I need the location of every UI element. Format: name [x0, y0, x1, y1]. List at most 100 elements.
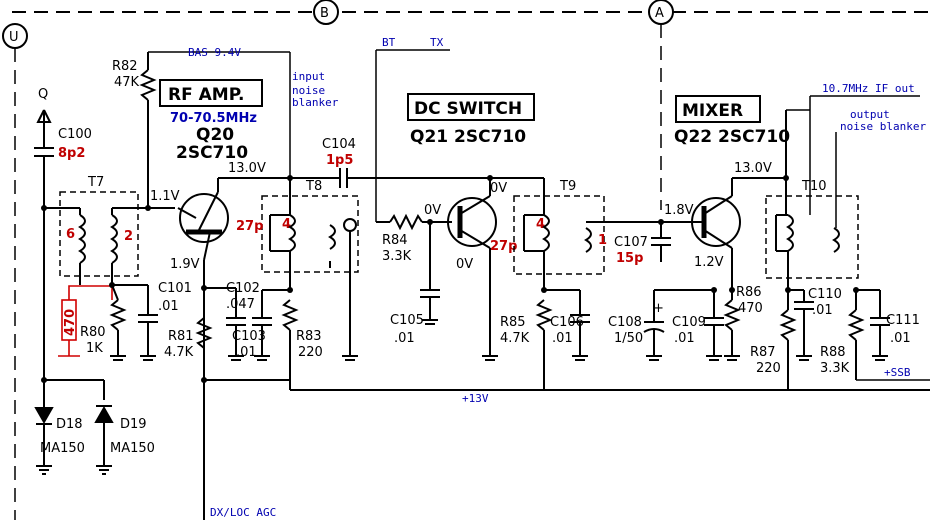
v18-label: 1.8V — [664, 203, 694, 218]
c106-value: .01 — [552, 331, 573, 346]
t8-secondary — [328, 224, 336, 250]
d18-label: D18 — [56, 417, 83, 432]
r87-value: 220 — [756, 361, 781, 376]
c103-value: .01 — [236, 345, 257, 360]
plus-ssb-annotation: +SSB — [884, 366, 911, 379]
mixer-box — [675, 95, 761, 123]
q20-type: 2SC710 — [176, 143, 248, 163]
t9-can — [513, 195, 605, 275]
c107-label: C107 — [614, 235, 648, 250]
c111-label: C111 — [886, 313, 920, 328]
rf-amp-box — [159, 79, 263, 107]
c102-value: .047 — [226, 297, 255, 312]
t7-secondary-coil — [110, 214, 118, 264]
c108-plus: + — [653, 301, 664, 316]
output-annotation: output — [850, 108, 890, 121]
r85-label: R85 — [500, 315, 526, 330]
c104-value: 1p5 — [326, 153, 353, 168]
t7-pin6: 6 — [66, 227, 75, 242]
r84-value: 3.3K — [382, 249, 412, 264]
t9-pin1: 1 — [598, 233, 607, 248]
v0b-label: 0V — [490, 181, 507, 196]
c100-value: 8p2 — [58, 146, 85, 161]
t9-label: T9 — [559, 179, 576, 194]
r87-label: R87 — [750, 345, 776, 360]
r82-value: 47K — [114, 75, 140, 90]
t9-coil — [542, 214, 550, 252]
t8-pin4: 4 — [282, 217, 291, 232]
bt-annotation: BT — [382, 36, 396, 49]
t9-capacitor-label: 27p — [490, 239, 517, 254]
agc-annotation: DX/LOC AGC — [210, 506, 276, 519]
r88-label: R88 — [820, 345, 846, 360]
c110-value: .01 — [812, 303, 833, 318]
c101-label: C101 — [158, 281, 192, 296]
tx-annotation: TX — [430, 36, 444, 49]
mixer-label: MIXER — [682, 101, 743, 121]
q21-transistor — [447, 197, 497, 247]
r85-value: 4.7K — [500, 331, 530, 346]
noise-annotation: noise — [292, 84, 325, 97]
t7-label: T7 — [87, 175, 104, 190]
c109-value: .01 — [674, 331, 695, 346]
dc-switch-box — [407, 93, 535, 121]
t8-capacitor-label: 27p — [236, 219, 263, 234]
r88-value: 3.3K — [820, 361, 850, 376]
r470-label: 470 — [63, 309, 78, 336]
t8-coil — [288, 214, 296, 252]
c110-label: C110 — [808, 287, 842, 302]
if-out-annotation: 10.7MHz IF out — [822, 82, 915, 95]
r83-label: R83 — [296, 329, 322, 344]
q20-transistor — [179, 193, 229, 243]
input-q-label: Q — [38, 87, 48, 102]
r86-value: 470 — [738, 301, 763, 316]
band-label: 70-70.5MHz — [170, 111, 257, 126]
q22-label: Q22 2SC710 — [674, 127, 790, 147]
v0a-label: 0V — [424, 203, 441, 218]
rf-amp-label: RF AMP. — [168, 85, 245, 105]
d19-label: D19 — [120, 417, 147, 432]
blanker-annotation: blanker — [292, 96, 339, 109]
c108-label: C108 — [608, 315, 642, 330]
t8-label: T8 — [305, 179, 322, 194]
r84-label: R84 — [382, 233, 408, 248]
noise-blanker-annotation: noise blanker — [840, 120, 926, 133]
c106-label: C106 — [550, 315, 584, 330]
v12-label: 1.2V — [694, 255, 724, 270]
t7-pin2: 2 — [124, 229, 133, 244]
v130b-label: 13.0V — [734, 161, 772, 176]
c109-label: C109 — [672, 315, 706, 330]
c102-label: C102 — [226, 281, 260, 296]
c105-label: C105 — [390, 313, 424, 328]
v19-label: 1.9V — [170, 257, 200, 272]
t8-can — [261, 195, 359, 273]
node-a-label: A — [655, 6, 664, 21]
node-u-label: U — [9, 30, 19, 45]
t10-can — [765, 195, 859, 279]
ground-symbols — [36, 319, 888, 475]
q20-label: Q20 — [196, 125, 234, 145]
d18-type: MA150 — [40, 441, 85, 456]
t10-coil — [786, 214, 794, 252]
r81-value: 4.7K — [164, 345, 194, 360]
c108-value: 1/50 — [614, 331, 643, 346]
r80-value: 1K — [86, 341, 103, 356]
t10-label: T10 — [801, 179, 826, 194]
r83-value: 220 — [298, 345, 323, 360]
dc-switch-label: DC SWITCH — [414, 99, 522, 119]
v130a-label: 13.0V — [228, 161, 266, 176]
r81-label: R81 — [168, 329, 194, 344]
junction-dots — [41, 175, 859, 383]
d19-type: MA150 — [110, 441, 155, 456]
t7-primary-coil — [78, 214, 86, 264]
c105-value: .01 — [394, 331, 415, 346]
v11-label: 1.1V — [150, 189, 180, 204]
c104-label: C104 — [322, 137, 356, 152]
node-u: U — [2, 23, 28, 49]
d18-diode — [34, 407, 54, 425]
r86-label: R86 — [736, 285, 762, 300]
t9-pin4: 4 — [536, 217, 545, 232]
c100-label: C100 — [58, 127, 92, 142]
bas-annotation: BAS 9.4V — [188, 46, 241, 59]
